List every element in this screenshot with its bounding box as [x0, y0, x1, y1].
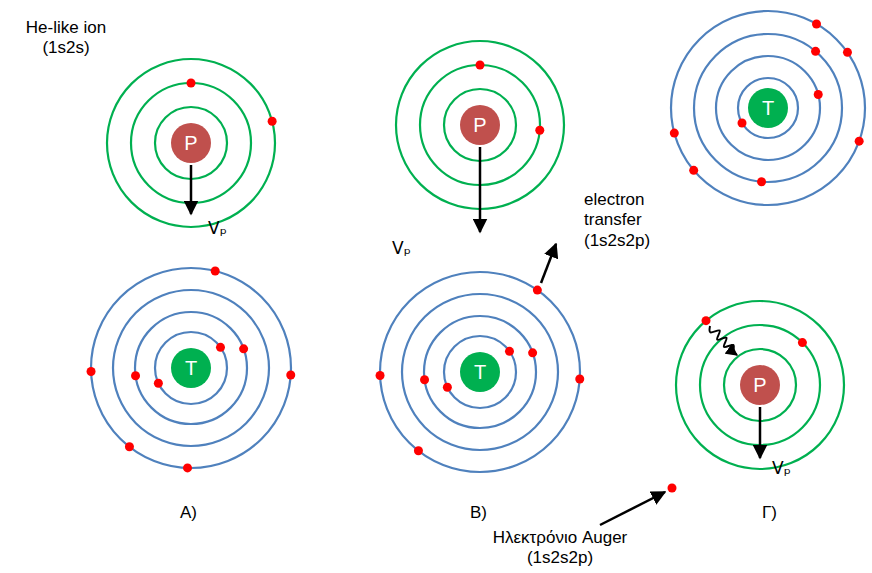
nucleus: T	[748, 88, 788, 128]
annotation-label: electron transfer (1s2s2p)	[584, 190, 674, 251]
electron-dot	[757, 177, 766, 186]
electron-dot	[702, 316, 711, 325]
arrow	[190, 165, 193, 214]
annotation-label: A)	[180, 503, 197, 523]
electron-shell	[444, 336, 516, 408]
annotation-label: Vₚ	[392, 238, 411, 258]
nucleus-fill	[171, 348, 211, 388]
annotation-label: Vₚ	[208, 218, 227, 238]
electron-dot	[670, 129, 679, 138]
annotation-label: Ηλεκτρόνιο Auger (1s2s2p)	[470, 528, 650, 569]
electron-dot	[216, 343, 225, 352]
nucleus-letter: P	[460, 114, 500, 137]
electron-dot	[211, 266, 220, 275]
electron-dot	[505, 347, 514, 356]
electron-dot	[239, 344, 248, 353]
electron-shell	[424, 316, 536, 428]
nucleus-fill	[748, 88, 788, 128]
electron-dot	[268, 117, 277, 126]
atom-shells	[676, 301, 844, 469]
electron-dot	[476, 61, 485, 70]
electron-dot	[689, 166, 698, 175]
nucleus-fill	[740, 365, 780, 405]
electron-shell	[402, 294, 558, 450]
electron-shell	[107, 59, 275, 227]
electron-dot	[420, 375, 429, 384]
annotation-label: Γ)	[762, 503, 777, 523]
electron-shell	[113, 290, 269, 446]
atom-shells	[87, 266, 296, 472]
electron-dot	[125, 442, 134, 451]
electron-dot	[535, 126, 544, 135]
nucleus-fill	[460, 105, 500, 145]
arrow	[541, 244, 556, 283]
electron-dot	[814, 90, 823, 99]
nucleus-fill	[171, 123, 211, 163]
electron-dot	[131, 371, 140, 380]
electron-dot	[855, 137, 864, 146]
annotation-label: Vₚ	[772, 458, 791, 478]
nucleus-letter: T	[460, 361, 500, 384]
electron-dot	[187, 79, 196, 88]
atom-shells	[376, 272, 585, 472]
arrow	[759, 407, 762, 458]
electron-shell	[155, 332, 227, 404]
electron-shell	[716, 56, 820, 160]
electron-dot	[376, 371, 385, 380]
electron-dot	[812, 19, 821, 28]
electron-dot	[575, 374, 584, 383]
electron-shell	[671, 11, 865, 205]
nucleus-letter: T	[171, 357, 211, 380]
electron-dot	[528, 348, 537, 357]
electron-shell	[676, 301, 844, 469]
electron-dot	[286, 370, 295, 379]
electron-dot	[843, 48, 852, 57]
photon-arrow	[710, 326, 737, 355]
nucleus: P	[171, 123, 211, 163]
annotation-label: He-like ion (1s2s)	[14, 18, 118, 59]
arrow	[479, 147, 482, 232]
nucleus: T	[171, 348, 211, 388]
nucleus-fill	[460, 352, 500, 392]
nucleus: T	[460, 352, 500, 392]
nucleus: P	[740, 365, 780, 405]
atom-shells	[670, 11, 865, 205]
auger-electron	[668, 484, 677, 493]
electron-dot	[811, 47, 820, 56]
electron-shell	[91, 268, 291, 468]
arrow	[600, 492, 665, 525]
electron-dot	[533, 286, 542, 295]
electron-dot	[443, 383, 452, 392]
atom-shells	[107, 59, 277, 227]
electron-dot	[414, 446, 423, 455]
nucleus: P	[460, 105, 500, 145]
electron-shell	[694, 34, 842, 182]
electron-shell	[380, 272, 580, 472]
electron-shell	[135, 312, 247, 424]
electron-dot	[87, 367, 96, 376]
electron-dot	[154, 379, 163, 388]
nucleus-letter: P	[740, 374, 780, 397]
electron-dot	[738, 119, 747, 128]
nucleus-letter: T	[748, 97, 788, 120]
annotation-label: B)	[470, 503, 487, 523]
electron-dot	[183, 463, 192, 472]
electron-shell	[738, 78, 798, 138]
nucleus-letter: P	[171, 132, 211, 155]
electron-dot	[798, 338, 807, 347]
